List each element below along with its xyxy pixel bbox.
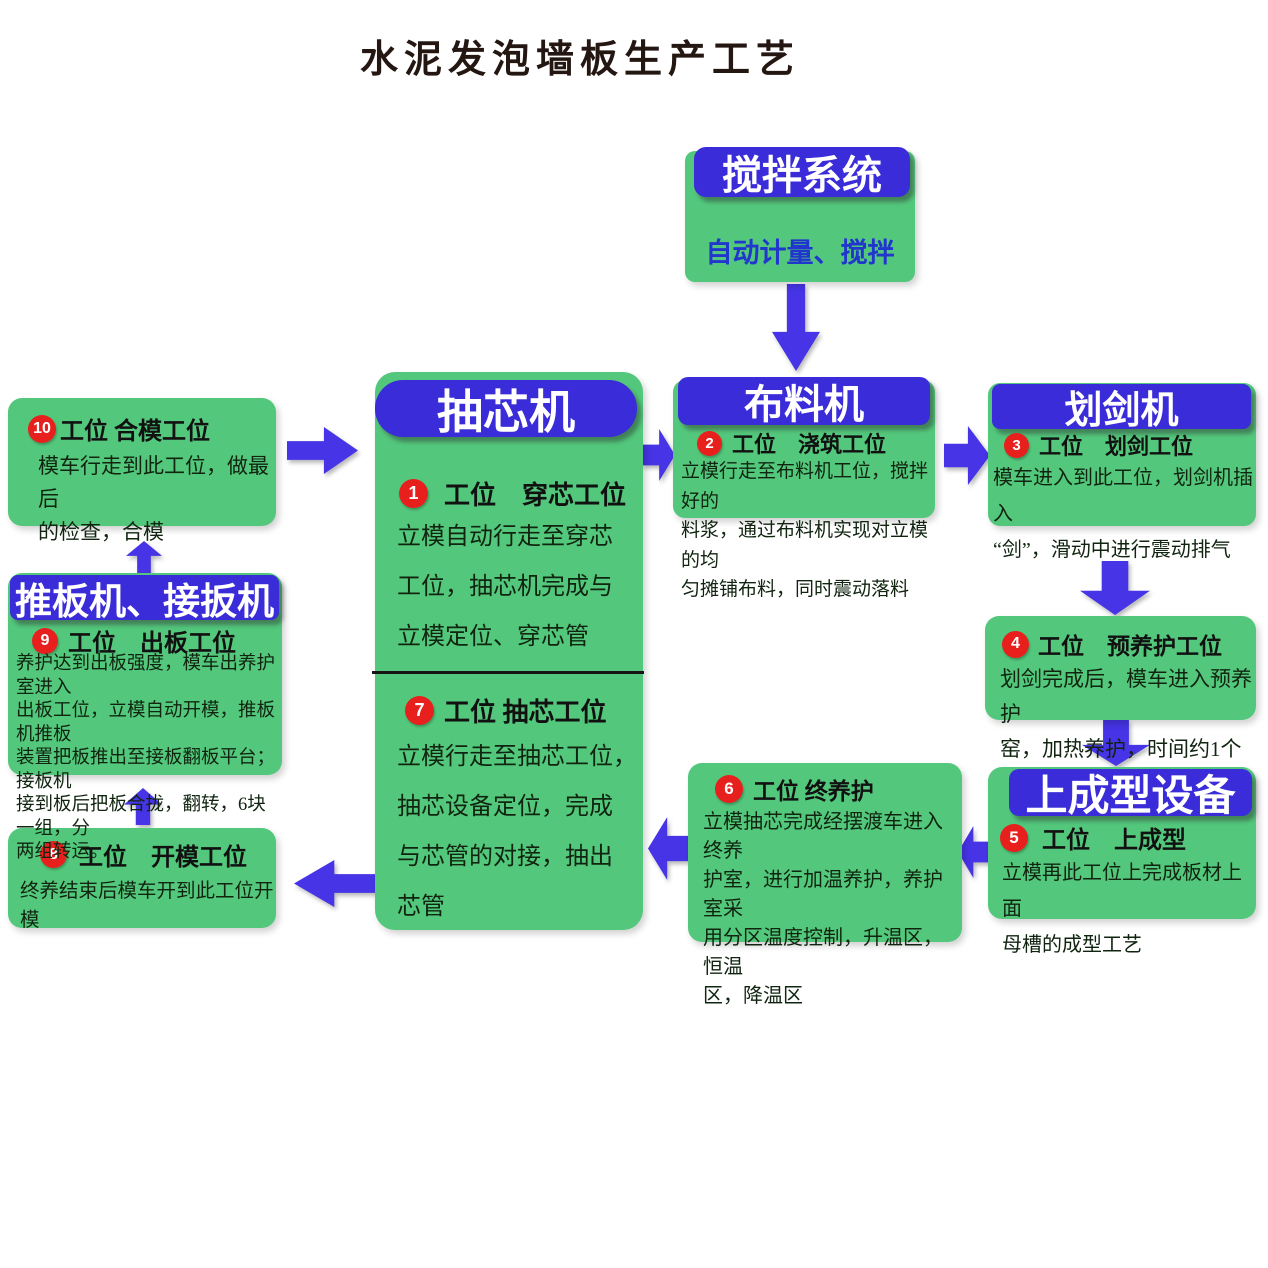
arrow-mixing-to-distributor-icon — [772, 284, 820, 371]
step-5-body: 立模再此工位上完成板材上面 母槽的成型工艺 — [1002, 862, 1242, 956]
step-6-title: 工位 终养护 — [753, 779, 874, 804]
step-2-badge: 2 — [697, 430, 722, 456]
step-5-badge: 5 — [1000, 823, 1028, 852]
step-3-body: 模车进入到此工位，划剑机插入 “剑”，滑动中进行震动排气 — [993, 467, 1253, 561]
node-pusher-receiver: 推板机、接扳机 9 工位 出板工位 养护达到出板强度，模车出养护室进入 出板工位… — [8, 573, 282, 862]
step-10-title: 工位 合模工位 — [60, 419, 210, 445]
step-3-title: 工位 划剑工位 — [1039, 434, 1194, 459]
step-10-heading: 10 工位 合模工位 — [28, 411, 210, 446]
step-8-badge: 8 — [40, 841, 67, 868]
node-forming-header: 上成型设备 — [1009, 769, 1252, 819]
node-forming-equipment: 上成型设备 5 工位 上成型 立模再此工位上完成板材上面 母槽的成型工艺 — [988, 767, 1256, 956]
node-sword-machine: 划剑机 3 工位 划剑工位 模车进入到此工位，划剑机插入 “剑”，滑动中进行震动… — [988, 383, 1256, 561]
node-core-machine: 抽芯机 1 工位 穿芯工位 立模自动行走至穿芯 工位，抽芯机完成与 立模定位、穿… — [372, 372, 644, 930]
node-mixing-subtitle: 自动计量、搅拌 — [705, 238, 895, 268]
step-8-body: 终养结束后模车开到此工位开模 — [20, 881, 274, 931]
step-5-title: 工位 上成型 — [1042, 828, 1186, 854]
step-4-heading: 4 工位 预养护工位 — [1002, 627, 1222, 661]
node-mixing-system: 搅拌系统 自动计量、搅拌 — [685, 147, 915, 282]
step-1-heading: 1 工位 穿芯工位 — [399, 475, 626, 512]
step-3-heading: 3 工位 划剑工位 — [1004, 429, 1193, 461]
arrow-core-to-distributor-icon — [642, 429, 675, 481]
arrow-demold-to-pusher-icon — [124, 788, 162, 825]
step-2-heading: 2 工位 浇筑工位 — [697, 427, 886, 459]
arrow-pusher-to-closemold-icon — [126, 541, 162, 574]
step-5-heading: 5 工位 上成型 — [1000, 820, 1186, 855]
step-8-title: 工位 开模工位 — [79, 845, 247, 871]
node-closemold: 10 工位 合模工位 模车行走到此工位，做最后 的检查，合模 — [8, 398, 276, 544]
node-finalcure: 6 工位 终养护 立模抽芯完成经摆渡车进入终养 护室，进行加温养护，养护室采 用… — [688, 763, 962, 1007]
step-2-body: 立模行走至布料机工位，搅拌好的 料浆，通过布料机实现对立模的均 匀摊铺布料，同时… — [681, 461, 929, 600]
step-10-body: 模车行走到此工位，做最后 的检查，合模 — [38, 454, 269, 544]
node-mixing-header: 搅拌系统 — [694, 147, 910, 198]
arrow-core-to-demold-icon — [294, 860, 378, 907]
step-1-body: 立模自动行走至穿芯 工位，抽芯机完成与 立模定位、穿芯管 — [397, 524, 613, 650]
step-7-badge: 7 — [405, 696, 434, 725]
step-4-title: 工位 预养护工位 — [1038, 634, 1222, 659]
node-precure: 4 工位 预养护工位 划剑完成后，模车进入预养护 窑，加热养护，时间约1个小时 — [985, 616, 1256, 796]
arrow-distributor-to-sword-icon — [944, 426, 990, 485]
arrow-sword-to-precure-icon — [1080, 561, 1150, 615]
step-3-badge: 3 — [1004, 432, 1029, 458]
core-divider-line — [372, 671, 644, 674]
step-2-title: 工位 浇筑工位 — [732, 432, 887, 457]
step-6-heading: 6 工位 终养护 — [715, 772, 874, 806]
step-7-body: 立模行走至抽芯工位， 抽芯设备定位，完成 与芯管的对接，抽出 芯管 — [397, 744, 637, 920]
node-core-header: 抽芯机 — [375, 380, 637, 438]
page-title: 水泥发泡墙板生产工艺 — [359, 39, 800, 81]
step-7-heading: 7 工位 抽芯工位 — [405, 692, 607, 729]
step-8-heading: 8 工位 开模工位 — [40, 837, 247, 872]
arrow-forming-to-finalcure-icon — [958, 826, 990, 878]
arrow-closemold-to-core-icon — [287, 427, 358, 474]
step-1-title: 工位 穿芯工位 — [444, 481, 627, 510]
step-9-title: 工位 出板工位 — [68, 631, 236, 657]
arrow-precure-to-forming-icon — [1082, 719, 1150, 766]
step-7-title: 工位 抽芯工位 — [444, 698, 607, 727]
step-6-badge: 6 — [715, 775, 743, 803]
step-9-body: 养护达到出板强度，模车出养护室进入 出板工位，立模自动开模，推板机推板 装置把板… — [16, 654, 276, 862]
node-distributor-header: 布料机 — [678, 377, 930, 427]
step-9-heading: 9 工位 出板工位 — [32, 623, 236, 658]
node-pusher-header: 推板机、接扳机 — [10, 575, 279, 622]
step-4-badge: 4 — [1002, 630, 1029, 658]
step-1-badge: 1 — [399, 479, 428, 508]
step-9-badge: 9 — [32, 627, 58, 654]
arrow-finalcure-to-core-icon — [648, 817, 688, 880]
node-distributor: 布料机 2 工位 浇筑工位 立模行走至布料机工位，搅拌好的 料浆，通过布料机实现… — [673, 377, 935, 600]
node-demold: 8 工位 开模工位 终养结束后模车开到此工位开模 — [8, 828, 276, 931]
node-sword-header: 划剑机 — [992, 384, 1251, 432]
step-10-badge: 10 — [28, 414, 56, 443]
step-6-body: 立模抽芯完成经摆渡车进入终养 护室，进行加温养护，养护室采 用分区温度控制，升温… — [703, 811, 943, 1007]
